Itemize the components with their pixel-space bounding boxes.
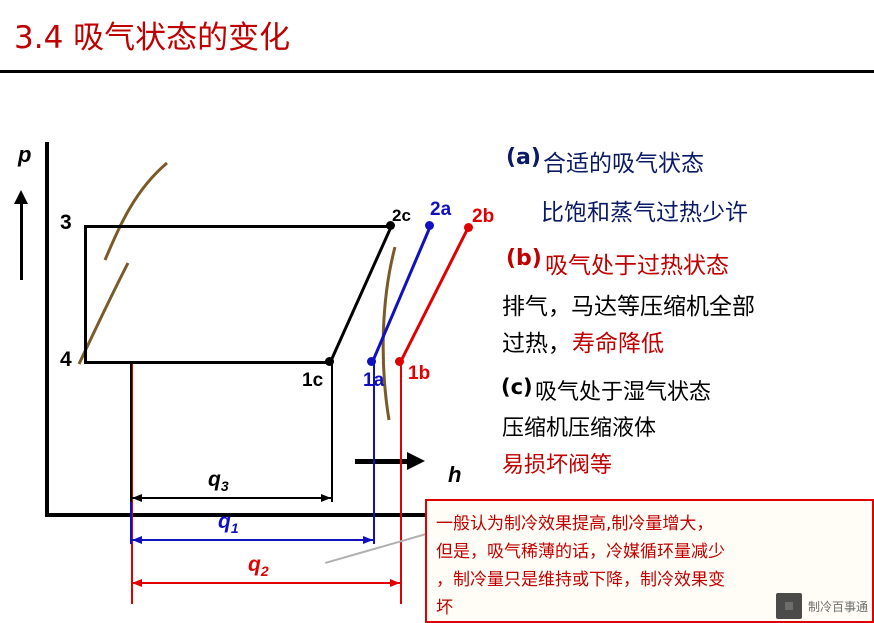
note-a-title: 合适的吸气状态 [543, 151, 704, 177]
point-1b [395, 357, 404, 366]
measure-q2-text: q [248, 553, 261, 576]
label-1b: 1b [408, 363, 431, 384]
enthalpy-direction-arrow-icon [355, 452, 427, 470]
label-3: 3 [60, 211, 72, 234]
measure-q2-sub: 2 [260, 563, 269, 580]
note-b-tag: (b) [506, 246, 542, 271]
notes-panel: (a) 合适的吸气状态 比饱和蒸气过热少许 (b) 吸气处于过热状态 排气，马达… [497, 0, 874, 623]
label-4: 4 [60, 348, 72, 371]
title-divider [0, 70, 874, 73]
watermark: 制冷百事通 [775, 593, 868, 619]
compression-lines [328, 226, 470, 364]
page-title: 3.4 吸气状态的变化 [14, 20, 291, 56]
callout-line-3: ，制冷量只是维持或下降，制冷效果变 [436, 570, 725, 590]
label-1c: 1c [302, 370, 324, 391]
qr-code-icon [775, 593, 802, 619]
enthalpy-axis [45, 513, 477, 517]
measure-q1-sub: 1 [230, 520, 239, 537]
point-2a [425, 221, 434, 230]
note-b-line2: 排气，马达等压缩机全部 [502, 294, 755, 320]
measure-label-q1: q1 [218, 510, 239, 536]
measure-label-q3: q3 [208, 468, 229, 494]
note-b-line3b: 寿命降低 [572, 331, 664, 357]
watermark-label: 制冷百事通 [807, 599, 868, 614]
note-a-line2: 比饱和蒸气过热少许 [541, 200, 748, 226]
q-measure-arrows [132, 494, 400, 587]
note-b-line3a: 过热， [502, 331, 571, 357]
line-3-to-2c-top [84, 225, 391, 228]
measure-q1-text: q [218, 510, 231, 533]
line-3-to-4-left [84, 225, 87, 364]
label-2a: 2a [430, 199, 452, 220]
point-1c [325, 357, 334, 366]
note-c-title: 吸气处于湿气状态 [535, 380, 712, 405]
measure-label-q2: q2 [248, 553, 269, 579]
label-2b: 2b [472, 206, 495, 227]
line-4-to-1c-bottom [84, 361, 330, 364]
axis-label-p: p [18, 142, 32, 167]
note-b-title: 吸气处于过热状态 [545, 253, 729, 279]
pressure-direction-arrow-icon [12, 190, 32, 280]
ph-diagram: p h 2c 2a 2b [0, 80, 500, 623]
note-c-line3: 易损坏阀等 [502, 453, 613, 478]
label-2c: 2c [392, 206, 411, 225]
note-a-tag: (a) [506, 145, 541, 170]
point-2b [464, 223, 473, 232]
point-1a [367, 357, 376, 366]
guide-left-black [130, 364, 132, 502]
axis-label-h: h [448, 462, 462, 487]
callout-line-4: 坏 [436, 598, 453, 618]
guide-1b [400, 364, 402, 604]
note-c-line2: 压缩机压缩液体 [502, 416, 657, 441]
guide-1c [331, 364, 333, 502]
callout-line-1: 一般认为制冷效果提高,制冷量增大， [436, 514, 714, 534]
measure-q3-sub: 3 [220, 478, 229, 495]
pressure-axis [45, 142, 49, 517]
guide-1a [373, 364, 375, 544]
measure-q3-text: q [208, 468, 221, 491]
guide-left-red [131, 364, 133, 604]
point-2c [386, 221, 395, 230]
note-c-tag: (c) [501, 375, 533, 399]
callout-line-2: 但是，吸气稀薄的话，冷媒循环量减少 [436, 542, 725, 562]
